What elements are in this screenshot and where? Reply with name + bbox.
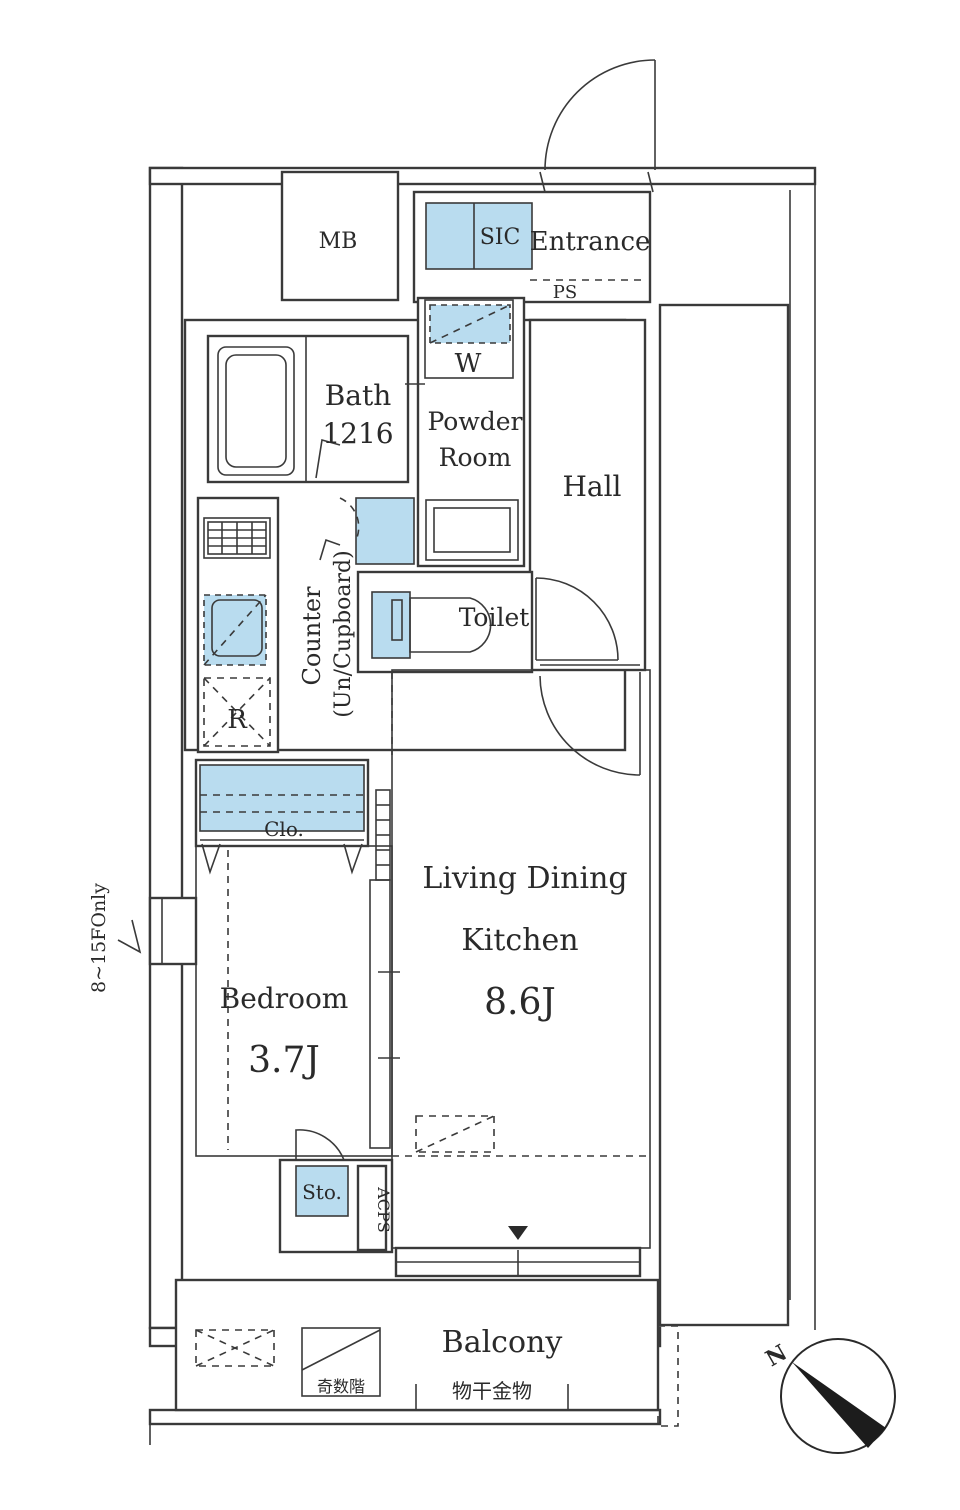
toilet-label: Toilet xyxy=(459,603,530,632)
hall-zone xyxy=(528,318,647,672)
bedroom-label: Bedroom xyxy=(220,982,349,1015)
counter-sub-label: (Un/Cupboard) xyxy=(331,550,356,717)
entrance-label: Entrance xyxy=(530,227,651,257)
window-note-label: 8~15FOnly xyxy=(88,883,110,993)
toilet-bowl-icon xyxy=(409,597,492,653)
counter-label: Counter xyxy=(298,586,326,686)
right-column xyxy=(658,303,790,1327)
storage-label: Sto. xyxy=(302,1180,342,1204)
acps-label: ACPS xyxy=(374,1186,393,1233)
mb-label: MB xyxy=(319,229,358,254)
ldk-room xyxy=(391,669,651,1249)
ldk-label-2: Kitchen xyxy=(461,923,578,958)
drying-hardware-label: 物干金物 xyxy=(452,1379,532,1403)
washbasin-icon xyxy=(425,499,519,561)
mb-room xyxy=(280,170,400,302)
cupboard xyxy=(355,497,415,565)
washer-icon xyxy=(424,299,514,379)
north-label: N xyxy=(761,1340,791,1373)
closet-label: Clo. xyxy=(264,817,304,841)
toilet-tank-icon xyxy=(371,591,411,659)
balcony-label: Balcony xyxy=(442,1325,563,1360)
bathtub-icon xyxy=(217,346,295,476)
odd-floor-hatch xyxy=(301,1327,381,1397)
fridge-label: R xyxy=(227,705,248,735)
washer-label: W xyxy=(455,349,482,379)
powder-label-1: Powder xyxy=(427,407,522,436)
sliding-partition xyxy=(369,879,391,1149)
entry-marker-icon xyxy=(508,1226,528,1240)
ldk-label-1: Living Dining xyxy=(422,861,627,896)
bath-size-label: 1216 xyxy=(322,417,393,450)
ps-label: PS xyxy=(553,282,577,303)
north-arrow-icon xyxy=(780,1338,896,1454)
ldk-size-label: 8.6J xyxy=(484,982,556,1023)
outer-left-wall xyxy=(148,166,184,1330)
stove-icon xyxy=(203,517,271,559)
odd-floor-label: 奇数階 xyxy=(317,1377,365,1396)
bath-room xyxy=(206,334,410,484)
bath-label: Bath xyxy=(325,379,392,412)
balcony-rail xyxy=(148,1408,662,1426)
acps-box xyxy=(356,1164,388,1252)
fridge-icon xyxy=(203,677,271,747)
balcony xyxy=(174,1278,660,1412)
ldk-appliance-dashed xyxy=(415,1115,495,1153)
sic-closet xyxy=(425,202,533,270)
outer-top-wall xyxy=(148,166,817,186)
burner-grid-icon xyxy=(207,521,267,555)
bedroom-window xyxy=(148,896,198,966)
powder-label-2: Room xyxy=(439,443,512,472)
sic-label: SIC xyxy=(480,225,521,250)
bedroom-size-label: 3.7J xyxy=(248,1040,320,1081)
balcony-partition xyxy=(657,1325,679,1427)
hall-label: Hall xyxy=(562,470,621,503)
